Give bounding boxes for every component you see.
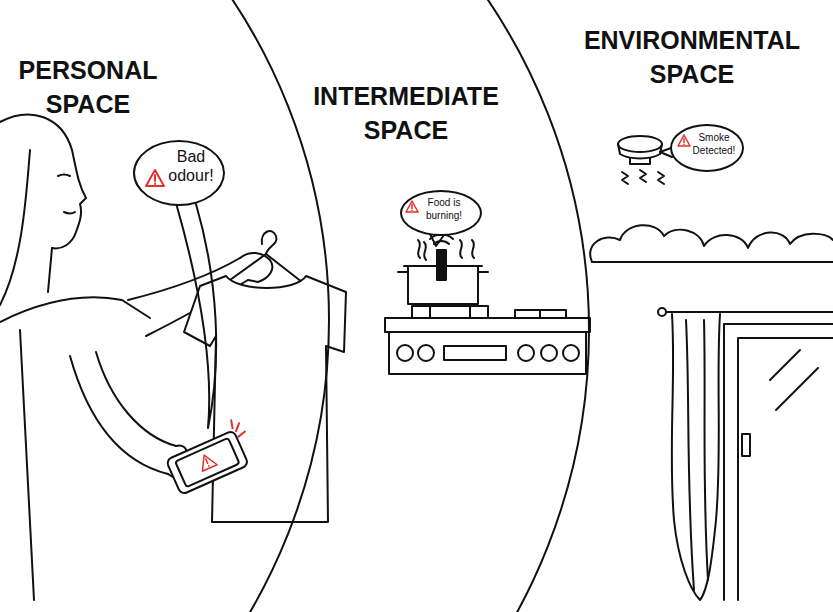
- stove: [385, 318, 590, 332]
- cooking-pot: [398, 235, 488, 305]
- woman-figure: [0, 297, 150, 322]
- warning-icon: [197, 452, 217, 471]
- stove: [397, 345, 413, 361]
- stove: [418, 345, 434, 361]
- curtain-rod: [658, 308, 666, 316]
- woman-figure: [96, 352, 176, 446]
- space-heading: PERSONAL SPACE: [8, 54, 168, 122]
- t-shirt: [184, 276, 346, 522]
- cooking-pot: [418, 240, 474, 260]
- t-shirt: [184, 276, 346, 522]
- woman-figure: [48, 248, 52, 292]
- speech-tail: [176, 203, 216, 428]
- hanger: [230, 254, 302, 282]
- woman-figure: [20, 330, 34, 600]
- speech-bubble: Food is burning!: [400, 190, 482, 236]
- stove: [515, 310, 566, 318]
- curtain-rod: [666, 311, 833, 313]
- window: [742, 434, 750, 456]
- stove: [444, 346, 506, 360]
- warning-icon: [406, 201, 418, 212]
- warning-icon: [154, 175, 156, 184]
- space-circle: PERSONAL SPACE Bad odour!: [0, 0, 330, 612]
- phone: [229, 417, 245, 438]
- woman-figure: [128, 258, 240, 300]
- warning-icon: [678, 135, 690, 146]
- cooking-pot: [408, 266, 478, 304]
- woman-figure: [0, 115, 72, 150]
- warning-icon: [197, 452, 217, 471]
- warning-icon: [411, 205, 413, 211]
- stove: [563, 345, 579, 361]
- space-heading: INTERMEDIATE SPACE: [300, 80, 512, 148]
- speech-bubble: Bad odour!: [133, 140, 225, 206]
- smoke-detector: [618, 144, 662, 159]
- stove: [385, 306, 590, 374]
- smoke-detector: [618, 136, 662, 152]
- stove: [541, 345, 557, 361]
- shrubs: [590, 225, 833, 262]
- smoke-detector: [618, 136, 664, 184]
- window: [738, 338, 833, 600]
- woman-figure: [176, 445, 186, 454]
- woman-figure: [70, 356, 168, 474]
- warning-icon: [206, 459, 209, 466]
- warning-icon: [146, 170, 164, 186]
- hanger: [262, 231, 277, 254]
- speech-bubble: Smoke Detected!: [670, 124, 744, 172]
- bubble-text: Food is burning!: [416, 197, 472, 222]
- window: [724, 324, 833, 600]
- smoke-detector: [630, 158, 650, 164]
- curtain: [672, 314, 720, 600]
- curtain: [686, 320, 708, 590]
- warning-icon: [146, 170, 164, 186]
- woman-figure: [0, 115, 272, 600]
- cooking-pot: [437, 250, 446, 280]
- speech-tail: [176, 148, 672, 428]
- woman-figure: [146, 280, 248, 336]
- cooking-pot: [398, 266, 488, 272]
- stove: [518, 345, 534, 361]
- woman-figure: [168, 474, 196, 480]
- illustration: [0, 115, 833, 600]
- woman-figure: [64, 212, 75, 214]
- woman-figure: [0, 150, 30, 305]
- curtain: [672, 314, 720, 600]
- stove: [389, 332, 586, 374]
- bubble-text: Bad odour!: [163, 147, 219, 185]
- woman-figure: [58, 175, 70, 177]
- shrubs: [590, 225, 833, 262]
- phone: [162, 417, 258, 495]
- smoke-detector: [622, 170, 664, 184]
- warning-icon: [683, 139, 685, 145]
- woman-figure: [52, 150, 86, 248]
- warning-icon: [406, 201, 418, 212]
- bubble-text: Smoke Detected!: [689, 132, 739, 157]
- space-heading: ENVIRONMENTAL SPACE: [578, 24, 806, 92]
- hanger: [230, 231, 302, 282]
- window: [770, 350, 818, 410]
- shrubs: [592, 261, 833, 263]
- woman-figure: [240, 253, 272, 282]
- phone: [175, 438, 239, 487]
- window: [724, 324, 833, 600]
- stove: [412, 306, 488, 318]
- curtain-rod: [658, 308, 833, 316]
- phone: [166, 430, 249, 495]
- warning-icon: [678, 135, 690, 146]
